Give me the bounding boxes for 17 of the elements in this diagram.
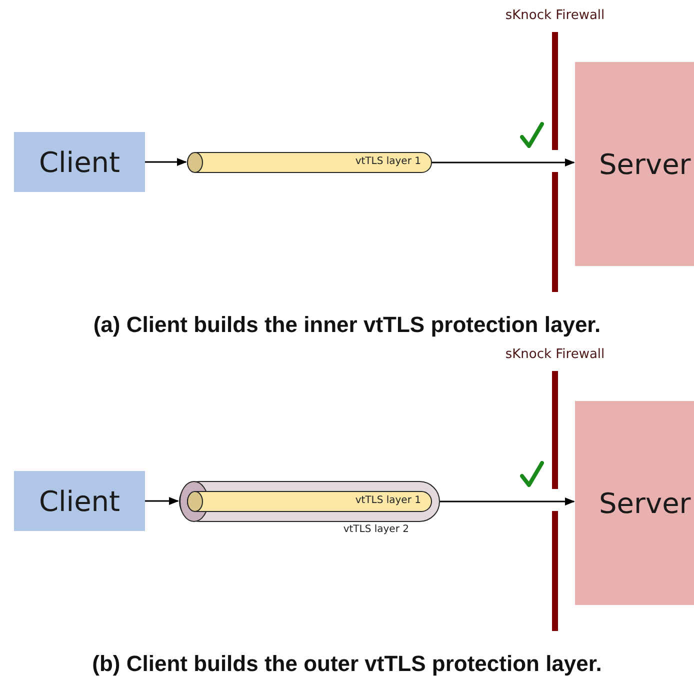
- arrow: [432, 158, 575, 166]
- figure-caption: (b) Client builds the outer vtTLS protection layer.: [91, 651, 603, 677]
- tunnel: [187, 152, 432, 173]
- firewall-label: sKnock Firewall: [504, 8, 606, 23]
- arrow: [440, 498, 575, 506]
- tunnel-label: vtTLS layer 1: [355, 156, 421, 167]
- tunnel: [187, 491, 432, 512]
- arrow: [145, 497, 179, 505]
- tunnel-label: vtTLS layer 1: [355, 495, 421, 506]
- server-box: Server: [575, 62, 694, 266]
- figure-caption: (a) Client builds the inner vtTLS protection layer.: [92, 312, 602, 338]
- tunnel-label: vtTLS layer 2: [343, 524, 409, 535]
- client-box: Client: [14, 471, 145, 531]
- client-box: Client: [14, 132, 145, 192]
- server-box: Server: [575, 401, 694, 605]
- firewall-label: sKnock Firewall: [504, 347, 606, 362]
- arrow: [145, 158, 187, 166]
